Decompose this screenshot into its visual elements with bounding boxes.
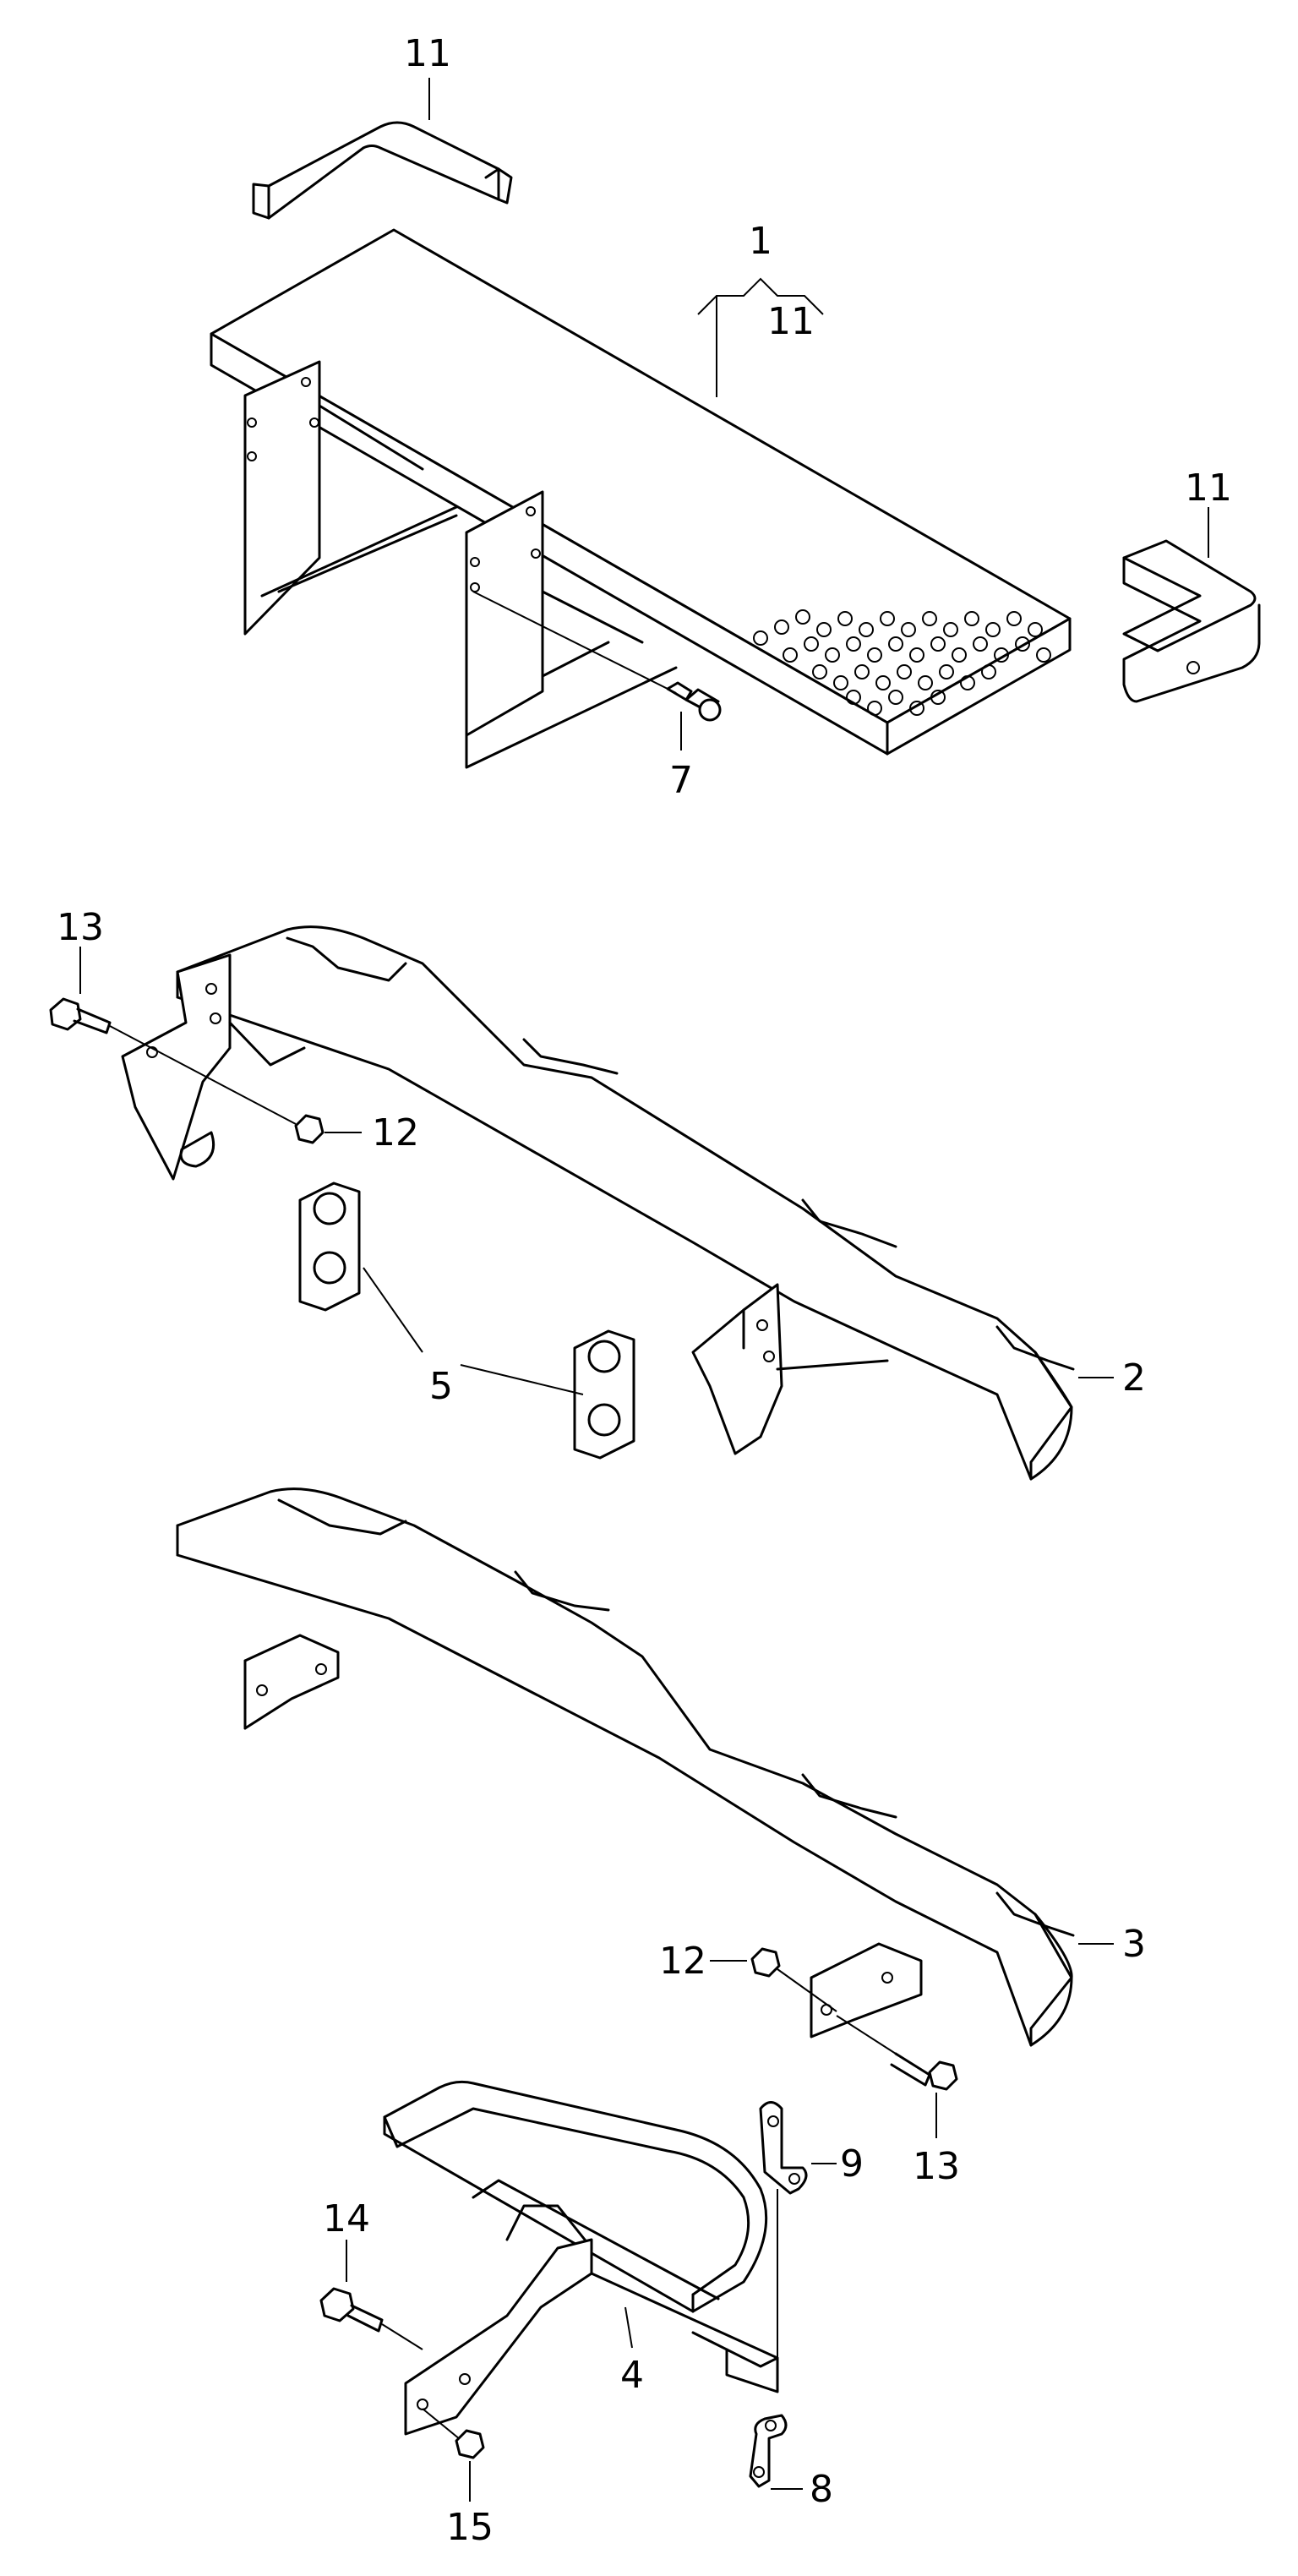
nut-12-upper bbox=[294, 1114, 324, 1144]
label-12-upper: 12 bbox=[372, 1111, 419, 1154]
nut-12-lower bbox=[750, 1947, 781, 1978]
label-2: 2 bbox=[1122, 1356, 1146, 1400]
bracket-9 bbox=[759, 2101, 808, 2366]
end-cap-right bbox=[1122, 539, 1261, 703]
bolt-7 bbox=[472, 591, 722, 722]
perforations bbox=[753, 609, 1051, 716]
label-4: 4 bbox=[620, 2354, 644, 2397]
leader-4 bbox=[624, 2306, 633, 2349]
label-5: 5 bbox=[429, 1365, 453, 1408]
label-11-top: 11 bbox=[404, 32, 451, 75]
platform-step bbox=[210, 228, 1072, 769]
label-3: 3 bbox=[1122, 1923, 1146, 1966]
bolt-13-upper bbox=[49, 997, 297, 1125]
label-8: 8 bbox=[810, 2468, 833, 2511]
leader-5b bbox=[460, 1364, 584, 1395]
bumper-lower bbox=[176, 1487, 1075, 2047]
plate-5-upper bbox=[298, 1182, 361, 1312]
tow-step bbox=[383, 2080, 779, 2436]
bolt-14 bbox=[319, 2287, 423, 2350]
label-13-upper: 13 bbox=[57, 906, 104, 949]
plate-5-lower bbox=[573, 1329, 635, 1460]
label-14: 14 bbox=[323, 2197, 370, 2240]
label-11-right: 11 bbox=[1185, 467, 1232, 510]
bumper-upper bbox=[121, 925, 1075, 1481]
label-1: 1 bbox=[749, 220, 772, 263]
label-9: 9 bbox=[840, 2142, 864, 2186]
bracket-8 bbox=[749, 2414, 788, 2488]
leader-12-lower-axis bbox=[777, 1968, 837, 2012]
label-13-lower: 13 bbox=[913, 2145, 960, 2188]
label-11-bracket: 11 bbox=[767, 300, 815, 343]
end-cap-top bbox=[252, 121, 513, 220]
nut-15 bbox=[422, 2408, 485, 2459]
bolt-13-lower bbox=[836, 2015, 958, 2091]
label-7: 7 bbox=[669, 759, 693, 802]
leader-5a bbox=[363, 1267, 423, 1353]
label-12-lower: 12 bbox=[659, 1940, 706, 1983]
label-15: 15 bbox=[446, 2506, 494, 2549]
